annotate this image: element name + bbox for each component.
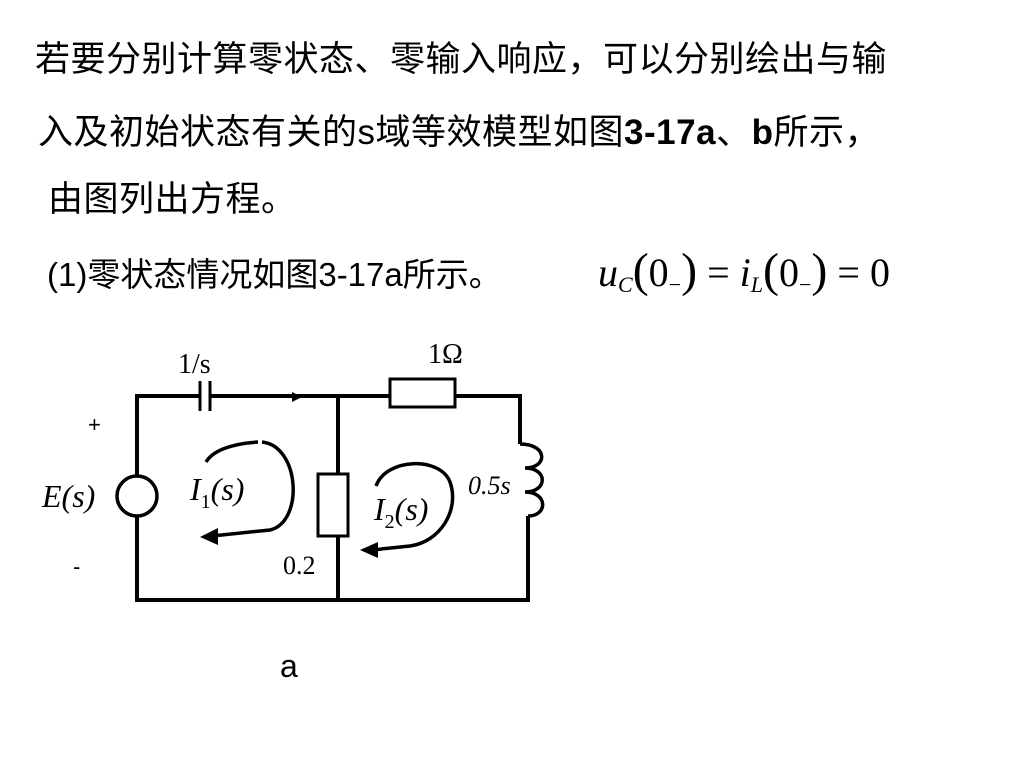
formula-arg-1: 0 xyxy=(648,250,669,295)
voltage-source xyxy=(115,474,159,518)
loop1-tail xyxy=(204,440,259,464)
formula-lparen-1: ( xyxy=(632,244,649,297)
loop2-label: I2(s) xyxy=(373,491,428,533)
loop2-label-sub: 2 xyxy=(385,511,395,533)
source-minus-sign: - xyxy=(73,554,80,579)
source-label: E(s) xyxy=(41,478,95,514)
line1-text: 若要分别计算零状态、零输入响应，可以分别绘出与输 xyxy=(35,40,888,80)
loop1-arrowhead xyxy=(200,528,218,545)
line3-text: 由图列出方程。 xyxy=(48,180,297,220)
paragraph-line-4: (1)零状态情况如图3-17a所示。 xyxy=(47,255,502,295)
loop1-path xyxy=(211,440,295,538)
inductor-label: 0.5s xyxy=(468,471,511,500)
formula-arg-sub-2: − xyxy=(799,272,812,297)
formula-i-sub: L xyxy=(750,272,764,297)
formula-u-sub: C xyxy=(618,272,633,297)
formula-rhs: 0 xyxy=(869,250,890,295)
formula-arg-sub-1: − xyxy=(668,272,682,297)
formula-i: i xyxy=(739,250,751,295)
line2-sep: 、 xyxy=(716,113,752,153)
formula-rparen-2: ) xyxy=(811,244,828,297)
paragraph-line-3: 由图列出方程。 xyxy=(48,180,297,220)
loop1-label: I1(s) xyxy=(189,471,244,513)
inductor-coil xyxy=(519,442,545,518)
capacitor-label: 1/s xyxy=(178,349,211,380)
figure-ref-b: b xyxy=(751,113,774,152)
formula-lparen-2: ( xyxy=(763,244,779,297)
resistor-middle xyxy=(316,472,350,538)
resistor-top-label: 1Ω xyxy=(428,339,463,370)
formula-eq-1: = xyxy=(707,250,730,295)
initial-condition-formula: uC(0−) = iL(0−) = 0 xyxy=(598,246,890,310)
line2-text-c: 所示， xyxy=(773,113,880,153)
loop1-label-sub: 1 xyxy=(201,491,211,513)
line2-s: s xyxy=(357,113,376,152)
capacitor-symbol xyxy=(198,381,212,411)
line4-text-b: 所示。 xyxy=(402,255,502,294)
figure-ref-3-17a: 3-17a xyxy=(624,113,717,152)
loop2-arrowhead xyxy=(360,542,378,558)
line2-text-a: 入及初始状态有关的 xyxy=(38,113,358,153)
resistor-top xyxy=(388,377,457,409)
loop2-label-arg: (s) xyxy=(395,491,429,527)
loop1-label-arg: (s) xyxy=(211,471,245,507)
loop2-path xyxy=(371,461,455,552)
formula-eq-2: = xyxy=(837,250,860,295)
formula-rparen-1: ) xyxy=(681,244,698,297)
formula-u: u xyxy=(598,250,618,295)
resistor-middle-label: 0.2 xyxy=(283,551,316,580)
figure-caption: a xyxy=(280,648,298,684)
line2-text-b: 域等效模型如图 xyxy=(375,113,625,153)
line4-text-a: (1)零状态情况如图 xyxy=(47,256,319,293)
loop2-label-main: I xyxy=(373,491,386,527)
formula-arg-2: 0 xyxy=(779,250,799,295)
loop1-label-main: I xyxy=(189,471,202,507)
paragraph-line-1: 若要分别计算零状态、零输入响应，可以分别绘出与输 xyxy=(35,40,887,80)
paragraph-line-2: 入及初始状态有关的s域等效模型如图3-17a、b所示， xyxy=(38,113,880,153)
source-plus-sign: + xyxy=(88,412,101,437)
line4-figure-ref: 3-17a xyxy=(318,256,403,293)
